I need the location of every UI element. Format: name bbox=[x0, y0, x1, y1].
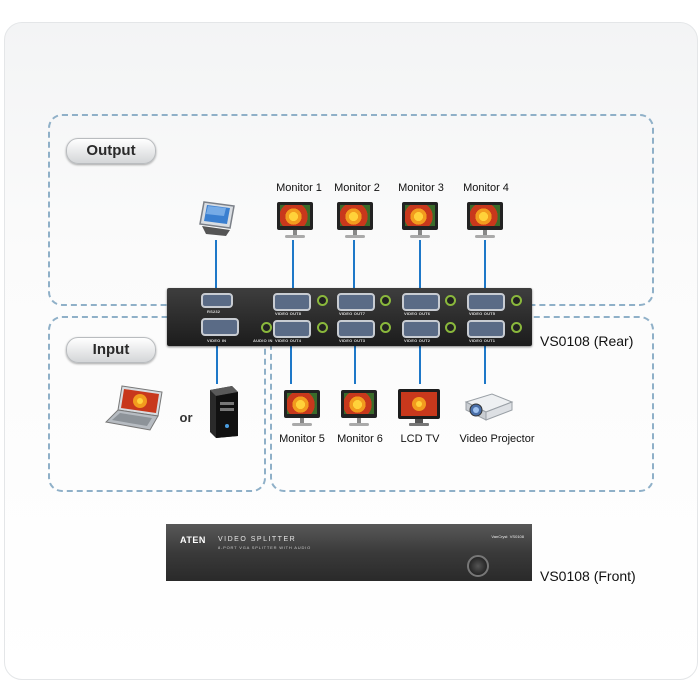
wire-monitor-5 bbox=[290, 346, 292, 384]
laptop-icon bbox=[104, 385, 163, 431]
video-projector-icon bbox=[464, 393, 514, 421]
audio-out8-jack bbox=[317, 295, 328, 306]
video-out4-label: VIDEO OUT4 bbox=[275, 338, 302, 343]
audio-out7-jack bbox=[380, 295, 391, 306]
wire-video-in bbox=[216, 346, 218, 384]
pc-tower-icon bbox=[210, 386, 238, 438]
audio-out6-jack bbox=[445, 295, 456, 306]
video-in-label: VIDEO IN bbox=[207, 338, 227, 343]
wire-monitor-2 bbox=[353, 240, 355, 290]
touch-terminal-icon bbox=[199, 201, 235, 236]
monitor-6-label: Monitor 6 bbox=[337, 433, 383, 445]
monitor-2-label: Monitor 2 bbox=[334, 182, 380, 194]
video-out4-port bbox=[273, 320, 311, 338]
video-out2-port bbox=[402, 320, 440, 338]
video-out1-label: VIDEO OUT1 bbox=[469, 338, 496, 343]
wire-rs232 bbox=[215, 240, 217, 290]
output-label: Output bbox=[66, 138, 156, 164]
wire-monitor-4 bbox=[484, 240, 486, 290]
audio-out5-jack bbox=[511, 295, 522, 306]
audio-in-jack bbox=[261, 322, 272, 333]
video-out6-label: VIDEO OUT6 bbox=[404, 311, 431, 316]
aten-logo: ATEN bbox=[180, 535, 206, 545]
video-out8-port bbox=[273, 293, 311, 311]
audio-out4-jack bbox=[317, 322, 328, 333]
video-out1-port bbox=[467, 320, 505, 338]
monitor-1-icon bbox=[277, 202, 313, 238]
video-out5-port bbox=[467, 293, 505, 311]
video-out7-port bbox=[337, 293, 375, 311]
power-button[interactable] bbox=[467, 555, 489, 577]
monitor-3-label: Monitor 3 bbox=[398, 182, 444, 194]
front-model-marking: VanCryst VS0108 bbox=[491, 534, 524, 539]
product-name: VIDEO SPLITTER bbox=[218, 536, 297, 543]
rs232-label: RS232 bbox=[207, 309, 221, 314]
video-out3-port bbox=[337, 320, 375, 338]
audio-in-label: AUDIO IN bbox=[253, 338, 273, 343]
video-out5-label: VIDEO OUT5 bbox=[469, 311, 496, 316]
wire-monitor-1 bbox=[292, 240, 294, 290]
video-out2-label: VIDEO OUT2 bbox=[404, 338, 431, 343]
model-number: VS0108 bbox=[509, 534, 524, 539]
video-in-port bbox=[201, 318, 239, 336]
monitor-6-icon bbox=[341, 390, 377, 426]
input-label: Input bbox=[66, 337, 156, 363]
or-label: or bbox=[179, 410, 193, 425]
front-model-label: VS0108 (Front) bbox=[540, 568, 636, 584]
monitor-4-label: Monitor 4 bbox=[463, 182, 509, 194]
monitor-1-label: Monitor 1 bbox=[276, 182, 322, 194]
video-out7-label: VIDEO OUT7 bbox=[339, 311, 366, 316]
video-out8-label: VIDEO OUT8 bbox=[275, 311, 302, 316]
rs232-port bbox=[201, 293, 233, 308]
wire-projector bbox=[484, 346, 486, 384]
lcd-tv-label: LCD TV bbox=[400, 433, 440, 445]
product-subtitle: 8-PORT VGA SPLITTER WITH AUDIO bbox=[218, 545, 311, 550]
monitor-5-label: Monitor 5 bbox=[279, 433, 325, 445]
audio-out2-jack bbox=[445, 322, 456, 333]
monitor-2-icon bbox=[337, 202, 373, 238]
lcd-tv-icon bbox=[398, 389, 440, 426]
monitor-5-icon bbox=[284, 390, 320, 426]
audio-out1-jack bbox=[511, 322, 522, 333]
wire-lcd-tv bbox=[419, 346, 421, 384]
vs0108-front-panel: ATEN VIDEO SPLITTER 8-PORT VGA SPLITTER … bbox=[166, 524, 532, 581]
series-name: VanCryst bbox=[491, 534, 508, 539]
input-zone bbox=[48, 316, 266, 492]
wire-monitor-3 bbox=[419, 240, 421, 290]
vs0108-rear-panel: RS232 VIDEO IN AUDIO IN VIDEO OUT8 VIDEO… bbox=[167, 288, 532, 346]
wire-monitor-6 bbox=[354, 346, 356, 384]
rear-model-label: VS0108 (Rear) bbox=[540, 333, 634, 349]
monitor-4-icon bbox=[467, 202, 503, 238]
video-projector-label: Video Projector bbox=[459, 433, 535, 445]
video-out3-label: VIDEO OUT3 bbox=[339, 338, 366, 343]
video-out6-port bbox=[402, 293, 440, 311]
audio-out3-jack bbox=[380, 322, 391, 333]
monitor-3-icon bbox=[402, 202, 438, 238]
